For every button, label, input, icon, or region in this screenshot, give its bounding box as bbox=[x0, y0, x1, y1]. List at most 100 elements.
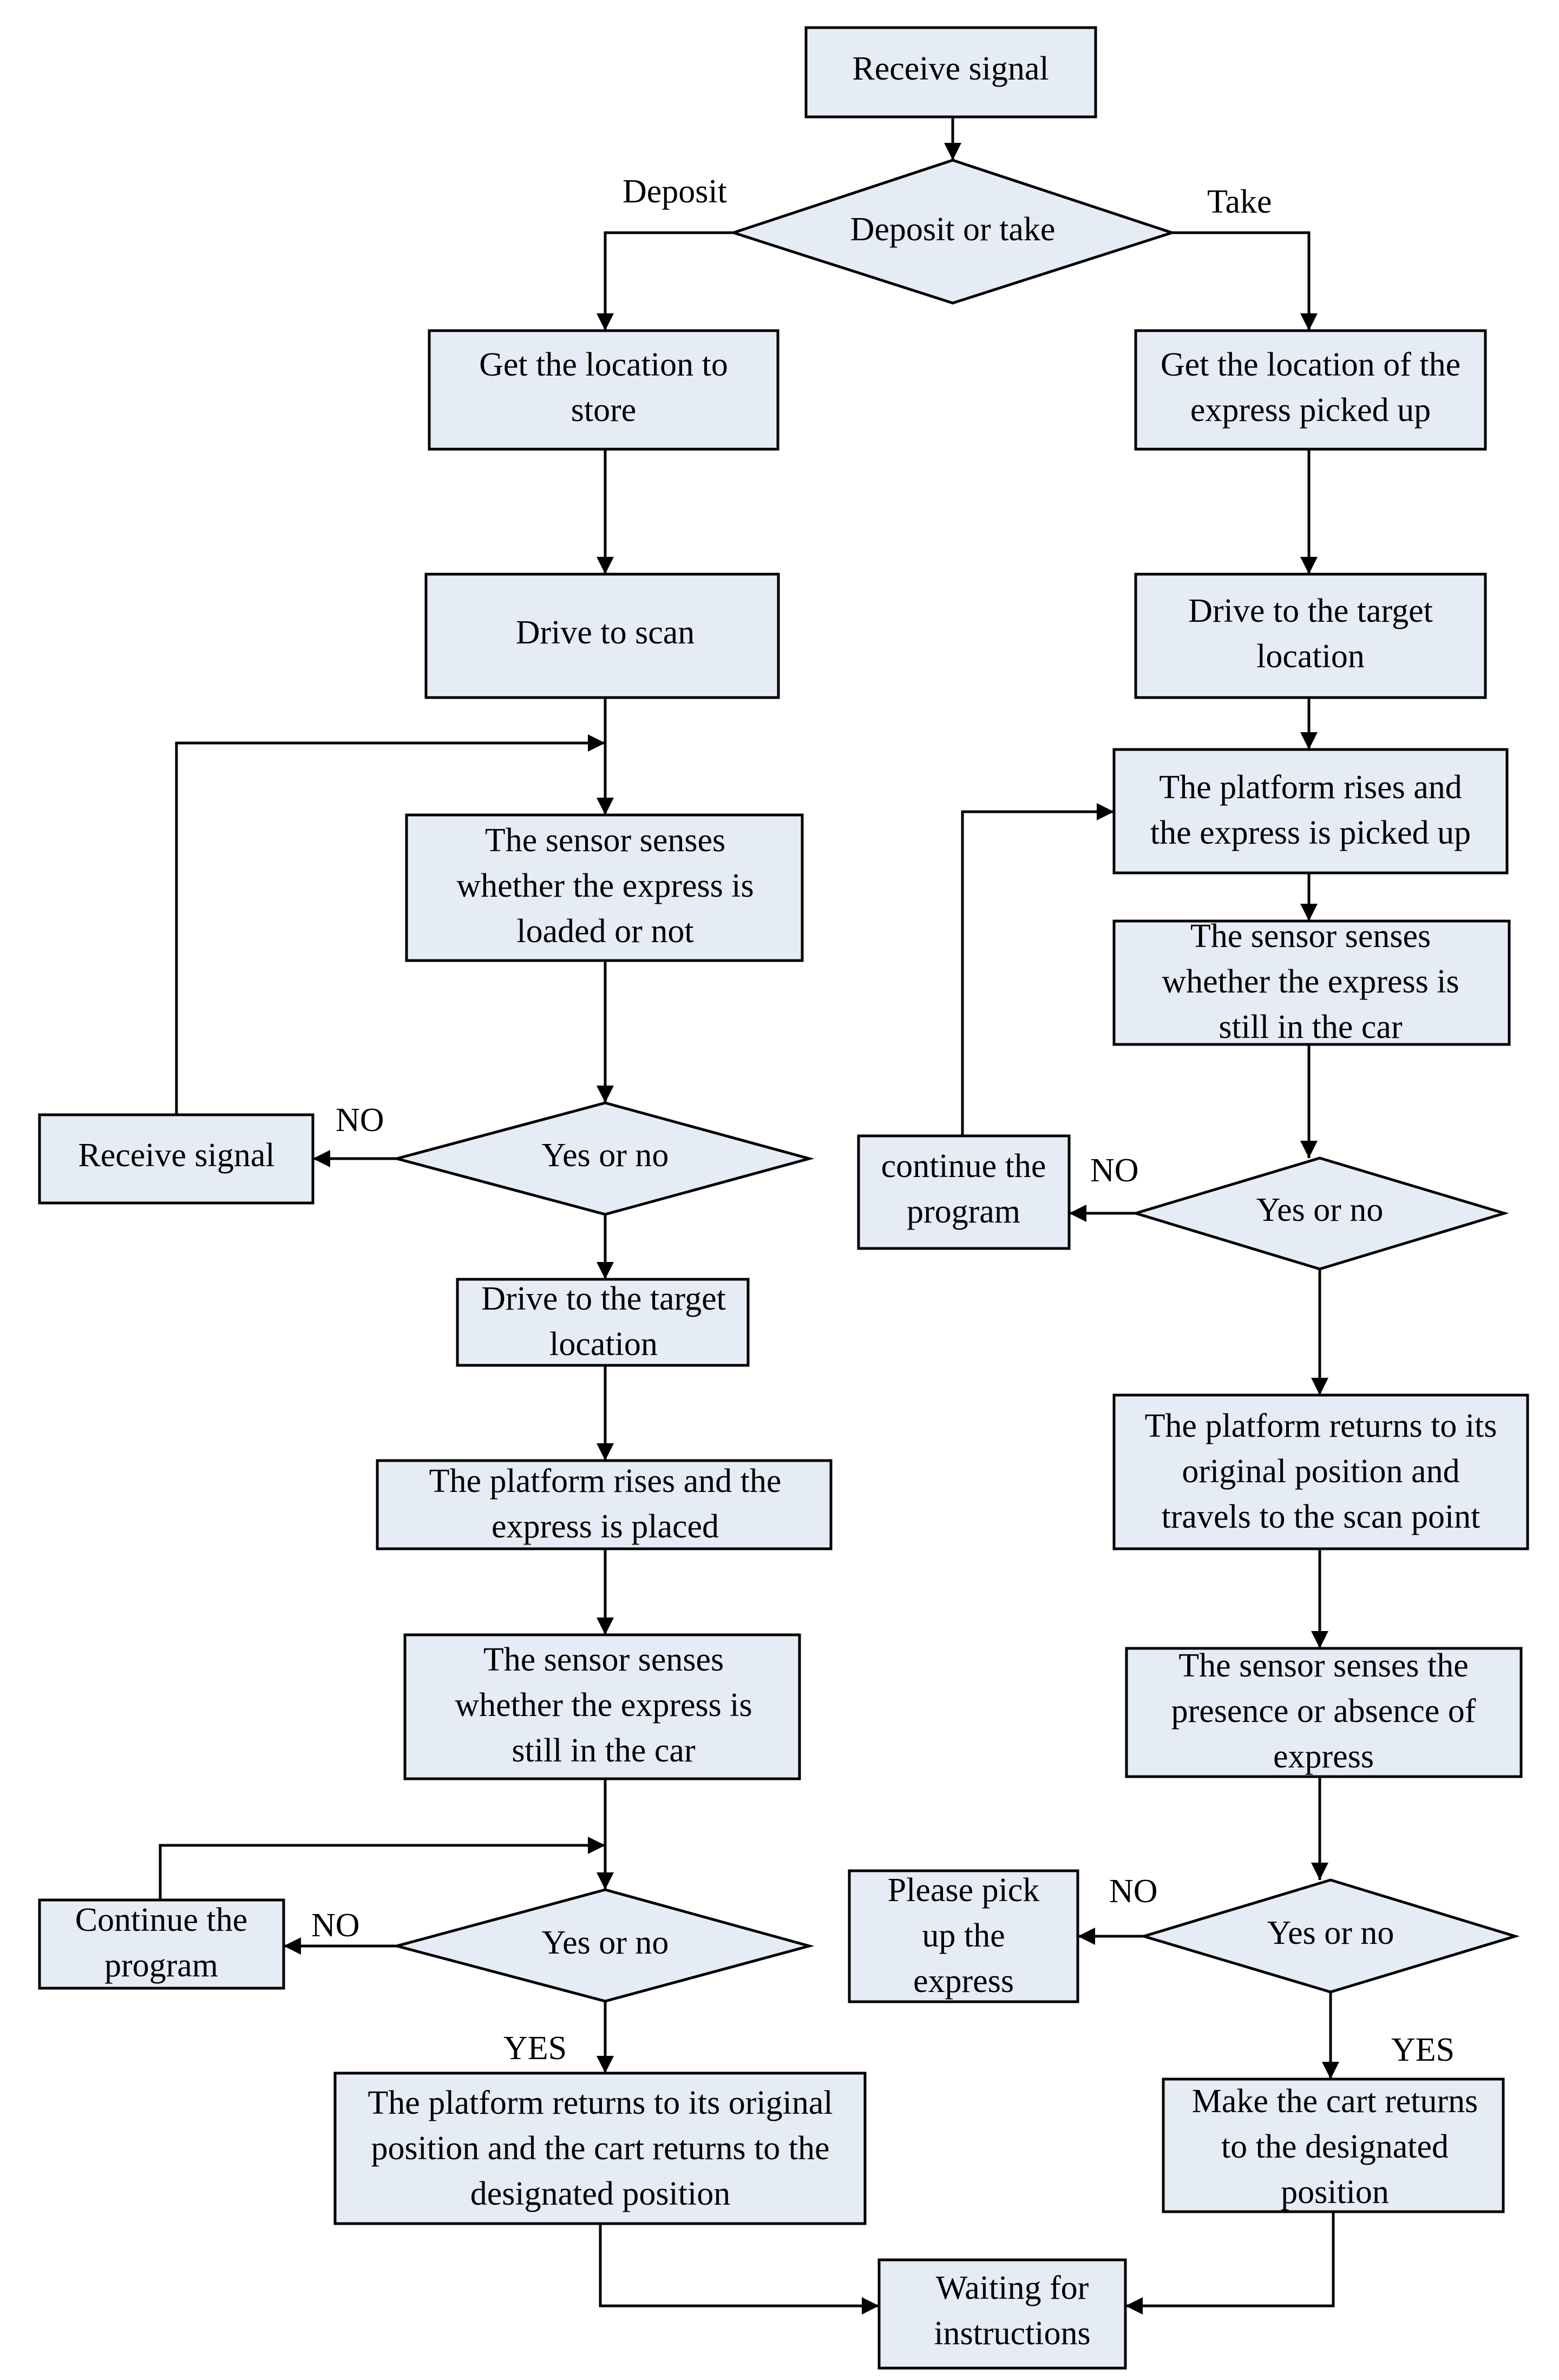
node-line: original position and bbox=[1182, 1453, 1459, 1490]
text-receive-signal-top: Receive signal bbox=[852, 50, 1049, 87]
node-line: designated position bbox=[470, 2175, 730, 2212]
node-line: the express is picked up bbox=[1150, 814, 1471, 851]
text-platform-rises-picked: The platform rises and the express is pic… bbox=[1150, 769, 1471, 851]
node-line: Make the cart returns bbox=[1192, 2083, 1478, 2120]
node-receive-signal-top bbox=[804, 26, 1097, 119]
node-line: Yes or no bbox=[1267, 1915, 1394, 1951]
label-yes-left2: YES bbox=[503, 2030, 567, 2067]
node-line: Drive to the target bbox=[481, 1280, 726, 1317]
text-sensor-loaded: The sensor senses whether the express is l… bbox=[456, 822, 754, 950]
node-line: Drive to scan bbox=[516, 614, 695, 651]
node-line: Receive signal bbox=[78, 1137, 274, 1174]
node-deposit-or-take bbox=[729, 159, 1177, 305]
text-drive-target-left: Drive to the target location bbox=[481, 1280, 726, 1363]
text-yes-no-left1: Yes or no bbox=[542, 1137, 669, 1174]
node-line: The platform returns to its original bbox=[368, 2085, 833, 2121]
label-deposit: Deposit bbox=[623, 173, 727, 210]
node-drive-to-scan bbox=[424, 573, 780, 699]
label-no-right1: NO bbox=[1090, 1152, 1139, 1189]
node-line: whether the express is bbox=[1162, 963, 1459, 1000]
node-sensor-still-left bbox=[403, 1633, 801, 1780]
edge-receive-loop-back bbox=[175, 734, 605, 1115]
node-line: whether the express is bbox=[456, 867, 754, 904]
node-line: to the designated bbox=[1221, 2128, 1449, 2165]
node-line: express picked up bbox=[1190, 392, 1431, 429]
node-line: instructions bbox=[934, 2315, 1090, 2352]
node-please-pick-up bbox=[848, 1869, 1079, 2003]
text-continue-program-right: continue the program bbox=[881, 1148, 1046, 1230]
text-waiting: Waiting for instructions bbox=[934, 2270, 1090, 2352]
node-line: express bbox=[913, 1963, 1014, 2000]
node-yes-no-right1 bbox=[1131, 1156, 1509, 1271]
node-platform-rises-placed bbox=[376, 1459, 833, 1550]
node-platform-returns-right bbox=[1112, 1393, 1529, 1550]
edge-continue-loop-back-right bbox=[961, 803, 1114, 1136]
node-sensor-loaded bbox=[405, 813, 804, 962]
node-line: Yes or no bbox=[542, 1924, 669, 1961]
edge-left-to-waiting bbox=[599, 2224, 879, 2315]
node-line: location bbox=[1256, 638, 1365, 675]
node-line: The sensor senses bbox=[485, 822, 725, 859]
node-continue-program-right bbox=[857, 1134, 1071, 1250]
node-line: Get the location of the bbox=[1161, 346, 1460, 383]
edge-labels: Deposit Take NO NO YES NO NO YES bbox=[311, 173, 1455, 2068]
node-line: continue the bbox=[881, 1148, 1046, 1185]
label-no-left1: NO bbox=[336, 1102, 384, 1139]
node-line: loaded or not bbox=[516, 913, 693, 950]
node-line: Yes or no bbox=[1256, 1192, 1384, 1228]
node-yes-no-right2 bbox=[1139, 1878, 1520, 1994]
node-line: The sensor senses the bbox=[1178, 1647, 1468, 1684]
node-line: Receive signal bbox=[852, 50, 1049, 87]
text-please-pick-up: Please pick up the express bbox=[888, 1872, 1040, 2000]
node-line: Drive to the target bbox=[1188, 593, 1433, 629]
node-texts: Receive signal Deposit or take Get the l… bbox=[75, 50, 1497, 2352]
text-get-location-store: Get the location to store bbox=[479, 346, 728, 429]
node-line: The platform returns to its bbox=[1145, 1408, 1497, 1444]
node-line: express bbox=[1273, 1738, 1374, 1775]
text-yes-no-right2: Yes or no bbox=[1267, 1915, 1394, 1951]
text-drive-to-scan: Drive to scan bbox=[516, 614, 695, 651]
label-yes-right2: YES bbox=[1391, 2031, 1455, 2068]
node-sensor-presence bbox=[1125, 1647, 1523, 1778]
node-line: The platform rises and bbox=[1159, 769, 1462, 806]
node-receive-signal-left bbox=[38, 1113, 315, 1205]
node-line: up the bbox=[922, 1917, 1005, 1954]
text-yes-no-right1: Yes or no bbox=[1256, 1192, 1384, 1228]
node-waiting bbox=[877, 2258, 1127, 2370]
edge-take-branch bbox=[1172, 231, 1318, 331]
node-sensor-still-right bbox=[1112, 919, 1511, 1046]
node-line: Get the location to bbox=[479, 346, 728, 383]
text-continue-program-left: Continue the program bbox=[75, 1902, 248, 1984]
node-line: store bbox=[571, 392, 637, 429]
node-continue-program-left bbox=[38, 1898, 285, 1990]
text-drive-target-right: Drive to the target location bbox=[1188, 593, 1433, 675]
node-line: Waiting for bbox=[936, 2270, 1089, 2306]
node-platform-rises-picked bbox=[1112, 748, 1509, 875]
node-line: location bbox=[549, 1326, 658, 1363]
node-line: Continue the bbox=[75, 1902, 248, 1938]
label-no-right2: NO bbox=[1109, 1873, 1158, 1910]
node-line: travels to the scan point bbox=[1162, 1498, 1481, 1535]
node-line: program bbox=[104, 1947, 218, 1984]
node-yes-no-left1 bbox=[391, 1101, 815, 1216]
node-line: Please pick bbox=[888, 1872, 1040, 1909]
text-get-location-picked: Get the location of the express picked up bbox=[1161, 346, 1460, 429]
edge-right-to-waiting bbox=[1125, 2212, 1335, 2315]
node-drive-target-right bbox=[1134, 573, 1487, 699]
node-line: The sensor senses bbox=[1190, 918, 1431, 955]
text-platform-returns-right: The platform returns to its original posi… bbox=[1145, 1408, 1497, 1535]
node-line: Yes or no bbox=[542, 1137, 669, 1174]
node-make-cart-return bbox=[1162, 2077, 1505, 2213]
node-line: program bbox=[907, 1193, 1020, 1230]
connectors bbox=[159, 117, 1339, 2315]
label-take: Take bbox=[1207, 183, 1272, 220]
node-platform-returns-left bbox=[333, 2072, 867, 2225]
edge-continue-loop-back-left bbox=[159, 1837, 605, 1900]
shapes bbox=[38, 26, 1529, 2370]
